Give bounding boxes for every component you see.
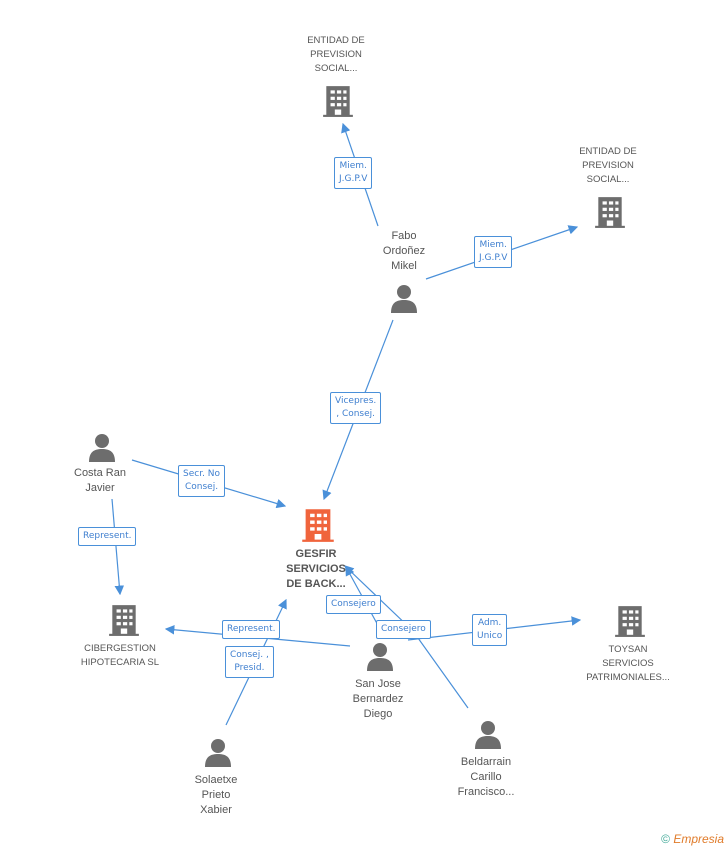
edge-label-sanjose-cibergestion: Represent. bbox=[222, 620, 281, 639]
edge-label-beldarrain-gesfir: Consejero bbox=[376, 620, 431, 639]
entidad2-label[interactable]: ENTIDAD DE PREVISION SOCIAL... bbox=[579, 146, 637, 185]
copyright-notice: © Empresia bbox=[661, 832, 724, 846]
edge-label-sanjose-gesfir: Consejero bbox=[326, 595, 381, 614]
toysan-building-icon[interactable] bbox=[615, 606, 645, 637]
entidad2-building-icon[interactable] bbox=[595, 197, 625, 228]
solaetxe-label[interactable]: Solaetxe Prieto Xabier bbox=[194, 774, 238, 816]
toysan-label[interactable]: TOYSAN SERVICIOS PATRIMONIALES... bbox=[586, 644, 670, 683]
fabo-person-icon[interactable] bbox=[391, 285, 417, 313]
beldarrain-label[interactable]: Beldarrain Carillo Francisco... bbox=[457, 756, 515, 798]
costa-label[interactable]: Costa Ran Javier bbox=[74, 467, 126, 494]
gesfir-label[interactable]: GESFIR SERVICIOS DE BACK... bbox=[286, 548, 346, 590]
edge-label-fabo-entidad1: Miem. J.G.P.V bbox=[334, 157, 373, 189]
edge-label-solaetxe-gesfir: Consej. , Presid. bbox=[225, 646, 274, 678]
empresia-logo: Empresia bbox=[673, 832, 724, 846]
entidad1-building-icon[interactable] bbox=[323, 86, 353, 117]
edge-costa-cibergestion bbox=[111, 498, 125, 596]
edge-label-sanjose-toysan: Adm. Unico bbox=[472, 614, 508, 646]
edge-label-costa-cibergestion: Represent. bbox=[78, 527, 137, 546]
beldarrain-person-icon[interactable] bbox=[475, 721, 501, 749]
entidad1-label[interactable]: ENTIDAD DE PREVISION SOCIAL... bbox=[307, 35, 365, 74]
edge-label-fabo-gesfir: Vicepres. , Consej. bbox=[330, 392, 382, 424]
fabo-label[interactable]: Fabo Ordoñez Mikel bbox=[382, 230, 426, 272]
cibergestion-label[interactable]: CIBERGESTION HIPOTECARIA SL bbox=[80, 643, 160, 668]
gesfir-building-icon[interactable] bbox=[302, 509, 334, 542]
sanjose-label[interactable]: San Jose Bernardez Diego bbox=[352, 678, 404, 720]
cibergestion-building-icon[interactable] bbox=[109, 605, 139, 636]
copyright-symbol: © bbox=[661, 832, 670, 846]
costa-person-icon[interactable] bbox=[89, 434, 115, 462]
edge-label-fabo-entidad2: Miem. J.G.P.V bbox=[474, 236, 513, 268]
solaetxe-person-icon[interactable] bbox=[205, 739, 231, 767]
sanjose-person-icon[interactable] bbox=[367, 643, 393, 671]
edge-label-costa-gesfir: Secr. No Consej. bbox=[178, 465, 226, 497]
